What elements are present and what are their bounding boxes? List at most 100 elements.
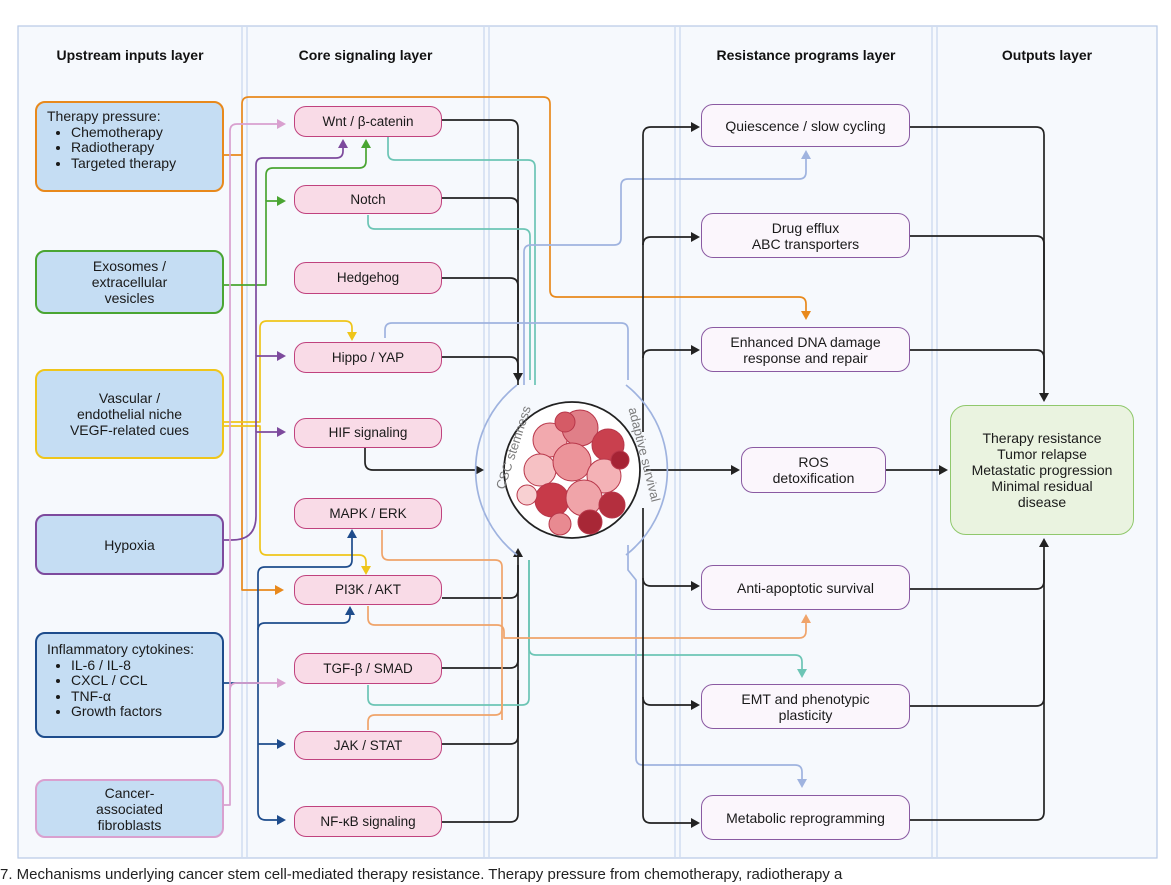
caf-line: associated [96,800,163,817]
input-exosomes: Exosomes / extracellular vesicles [35,250,224,314]
core-to-emt-black-arrow [642,696,700,710]
vascular-to-hippo-arrow [224,320,357,423]
node-hedgehog: Hedgehog [294,262,442,294]
tumor-cell-cluster [516,409,630,536]
jak-salmon-link [367,690,503,730]
node-dna-repair: Enhanced DNA damage response and repair [701,327,910,372]
node-jak-stat: JAK / STAT [294,731,442,760]
inflammatory-item: TNF-α [71,688,212,705]
output-line: Therapy resistance [982,430,1102,446]
efflux-line: Drug efflux [771,219,840,236]
core-to-quiescence-arrow [523,150,811,385]
node-anti-apoptotic: Anti-apoptotic survival [701,565,910,610]
node-drug-efflux: Drug efflux ABC transporters [701,213,910,258]
therapy-title: Therapy pressure: [47,108,161,124]
exosomes-to-notch-arrow [224,196,286,286]
apoptotic-label: Anti-apoptotic survival [737,579,874,596]
core-to-dna-arrow [642,345,700,359]
input-cancer-associated-fibroblasts: Cancer- associated fibroblasts [35,779,224,838]
hippo-to-core-line [442,356,519,385]
exosomes-to-wnt-arrow [265,139,371,201]
therapy-to-dna-repair-arrow [241,96,811,320]
therapy-to-pi3k-arrow [224,154,284,595]
layer-title-resistance: Resistance programs layer [716,47,896,63]
mapk-salmon-link [381,530,503,720]
metabolic-label: Metabolic reprogramming [726,809,885,826]
node-notch: Notch [294,185,442,214]
hypoxia-label: Hypoxia [104,536,155,553]
vascular-to-pi3k-arrow [224,425,371,575]
pi3k-to-antiapoptotic-arrow [367,606,811,639]
caf-to-wnt-arrow [229,119,286,690]
inflammatory-item: Growth factors [71,703,212,720]
notch-to-core-line [442,197,519,250]
dna-line: response and repair [743,349,868,366]
survival-arc [625,384,669,556]
input-inflammatory-cytokines: Inflammatory cytokines: IL-6 / IL-8 CXCL… [35,632,224,738]
hif-to-core-arrow [364,448,484,475]
emt-line: plasticity [778,706,833,723]
caf-line: Cancer- [104,784,155,801]
output-line: Tumor relapse [997,446,1087,462]
output-line: Minimal residual [991,478,1093,494]
exosomes-line: extracellular [91,274,168,290]
ros-line: detoxification [772,470,855,486]
notch-teal-link [367,215,531,380]
wnt-to-core-arrow [442,119,523,382]
csc-core-emblem [474,384,669,556]
node-nfkb: NF-κB signaling [294,806,442,837]
hedgehog-to-core-line [442,277,519,330]
node-emt: EMT and phenotypic plasticity [701,684,910,729]
node-pi3k-akt: PI3K / AKT [294,575,442,605]
vascular-line: VEGF-related cues [69,422,190,438]
layer-title-outputs: Outputs layer [1001,47,1093,63]
inflammatory-item: IL-6 / IL-8 [71,657,212,674]
dna-line: Enhanced DNA damage [730,333,881,350]
node-hif: HIF signaling [294,418,442,448]
quiescence-label: Quiescence / slow cycling [725,117,886,134]
wnt-teal-link [387,136,536,385]
node-mapk-erk: MAPK / ERK [294,498,442,529]
node-quiescence: Quiescence / slow cycling [701,104,910,147]
dna-to-output-line [910,349,1045,380]
hippo-lightblue-link [384,322,629,380]
hypoxia-to-wnt-arrow [255,139,348,356]
vascular-line: endothelial niche [76,406,183,422]
exosomes-line: Exosomes / [92,258,167,274]
core-trunk [642,122,700,432]
hypoxia-to-hif-arrow [224,427,286,541]
metabolic-to-output-arrow [910,538,1049,821]
efflux-line: ABC transporters [751,235,860,252]
input-therapy-pressure: Therapy pressure: Chemotherapy Radiother… [35,101,224,192]
inflammatory-to-mapk-arrow [257,529,357,630]
vascular-line: Vascular / [98,390,161,406]
node-outputs: Therapy resistance Tumor relapse Metasta… [950,405,1134,535]
inflammatory-title: Inflammatory cytokines: [47,641,195,657]
node-tgf-smad: TGF-β / SMAD [294,653,442,684]
emt-line: EMT and phenotypic [741,690,870,707]
node-ros-detox: ROS detoxification [741,447,886,493]
output-line: disease [1017,494,1067,510]
core-to-emt-arrow [528,560,807,678]
caf-line: fibroblasts [97,816,162,833]
layer-title-upstream: Upstream inputs layer [56,47,204,63]
core-trunk-lower [642,508,700,828]
figure-caption: 7. Mechanisms underlying cancer stem cel… [0,866,843,883]
inflammatory-item: CXCL / CCL [71,672,212,689]
therapy-item: Radiotherapy [71,139,212,156]
core-to-antiapoptotic-arrow [642,577,700,591]
node-hippo-yap: Hippo / YAP [294,342,442,373]
nfkb-to-core-arrow [442,548,523,823]
node-wnt: Wnt / β-catenin [294,106,442,137]
quiescence-to-output-arrow [910,126,1049,402]
node-metabolic: Metabolic reprogramming [701,795,910,840]
efflux-to-output-line [910,235,1045,300]
exosomes-line: vesicles [104,290,155,306]
layer-title-core: Core signaling layer [298,47,433,63]
inflammatory-to-nfkb-arrow [224,682,286,825]
tgf-teal-link [367,560,530,706]
stemness-arc [474,384,518,556]
ros-line: ROS [798,454,829,470]
input-hypoxia: Hypoxia [35,514,224,575]
